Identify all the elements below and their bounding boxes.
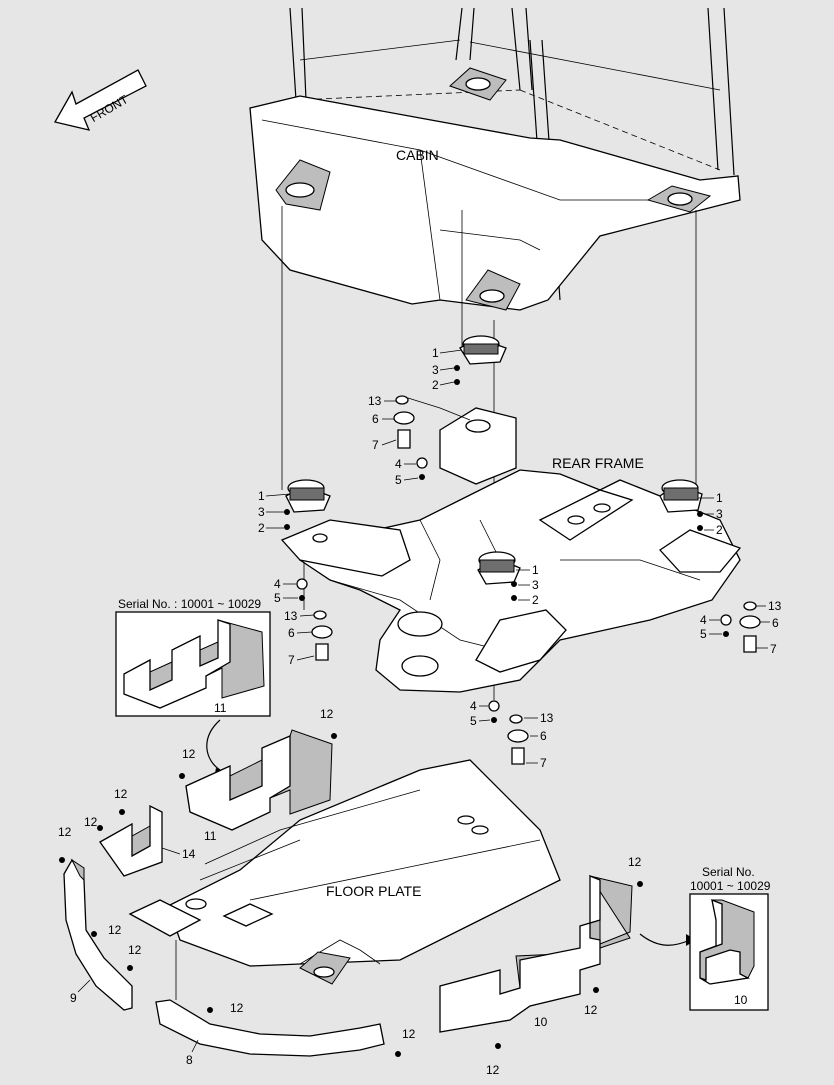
callout-3d: 3 (532, 578, 539, 592)
callout-12f: 12 (108, 923, 122, 937)
callout-3: 3 (432, 363, 439, 377)
callout-12c: 12 (114, 787, 128, 801)
part-10-guard: 10 12 12 12 (439, 855, 696, 1077)
callout-10: 10 (534, 1015, 548, 1029)
callout-12h: 12 (230, 1001, 244, 1015)
part-8-cover: 8 12 12 (155, 999, 416, 1067)
rear-frame-label: REAR FRAME (552, 455, 644, 471)
callout-6: 6 (372, 412, 379, 426)
inset-right-part: 10 (734, 993, 748, 1007)
callout-3b: 3 (258, 505, 265, 519)
callout-12b: 12 (320, 707, 334, 721)
callout-14: 14 (182, 847, 196, 861)
callout-1d: 1 (532, 563, 539, 577)
callout-7b: 7 (288, 653, 295, 667)
callout-4c: 4 (700, 613, 707, 627)
callout-12a: 12 (182, 747, 196, 761)
callout-12i: 12 (402, 1027, 416, 1041)
callout-7: 7 (372, 438, 379, 452)
callout-9: 9 (70, 991, 77, 1005)
inset-left-part: 11 (214, 701, 227, 715)
inset-left-serial: Serial No. : 10001 ~ 10029 (118, 597, 261, 611)
callout-12d: 12 (84, 815, 98, 829)
callout-7d: 7 (540, 756, 547, 770)
inset-right-serial-2: 10001 ~ 10029 (690, 879, 771, 893)
mount-upper-stack (393, 395, 471, 480)
callout-2d: 2 (532, 593, 539, 607)
part-11-guard: 11 12 12 (179, 707, 337, 843)
callout-12j: 12 (628, 855, 642, 869)
callout-5b: 5 (274, 591, 281, 605)
callout-2c: 2 (716, 523, 723, 537)
callout-12e: 12 (58, 825, 72, 839)
callout-4b: 4 (274, 577, 281, 591)
callout-8: 8 (186, 1053, 193, 1067)
callout-1b: 1 (258, 489, 265, 503)
callouts: 1 3 2 13 6 7 4 5 1 3 2 4 5 13 6 7 1 3 2 … (258, 346, 782, 770)
callout-13d: 13 (540, 711, 554, 725)
callout-13c: 13 (768, 599, 782, 613)
callout-6b: 6 (288, 626, 295, 640)
callout-12l: 12 (486, 1063, 500, 1077)
callout-5c: 5 (700, 627, 707, 641)
callout-11: 11 (204, 829, 217, 843)
callout-7c: 7 (770, 642, 777, 656)
floor-plate-label: FLOOR PLATE (326, 883, 421, 899)
cabin: CABIN (249, 7, 741, 311)
callout-12g: 12 (128, 943, 142, 957)
mount-center (477, 551, 529, 765)
callout-1: 1 (432, 346, 439, 360)
callout-4: 4 (395, 457, 402, 471)
cabin-label: CABIN (396, 147, 439, 163)
callout-13b: 13 (284, 609, 298, 623)
callout-6c: 6 (772, 616, 779, 630)
rear-frame: REAR FRAME (280, 407, 742, 693)
callout-2: 2 (432, 378, 439, 392)
callout-2b: 2 (258, 521, 265, 535)
part-9-cover: 9 12 12 12 (58, 825, 142, 1011)
front-arrow-icon: FRONT (54, 69, 147, 131)
callout-5d: 5 (470, 714, 477, 728)
callout-1c: 1 (716, 491, 723, 505)
callout-4d: 4 (470, 699, 477, 713)
inset-right-serial-1: Serial No. (702, 865, 755, 879)
callout-13: 13 (368, 394, 382, 408)
mount-right (659, 479, 761, 653)
mount-top (454, 335, 507, 385)
callout-3c: 3 (716, 507, 723, 521)
inset-right: Serial No. 10001 ~ 10029 10 (689, 865, 771, 1011)
inset-left: Serial No. : 10001 ~ 10029 11 (115, 597, 271, 778)
callout-5: 5 (395, 473, 402, 487)
floor-plate: FLOOR PLATE (128, 759, 561, 1000)
callout-12k: 12 (584, 1003, 598, 1017)
callout-6d: 6 (540, 729, 547, 743)
part-14-guard: 14 12 12 (84, 787, 196, 877)
